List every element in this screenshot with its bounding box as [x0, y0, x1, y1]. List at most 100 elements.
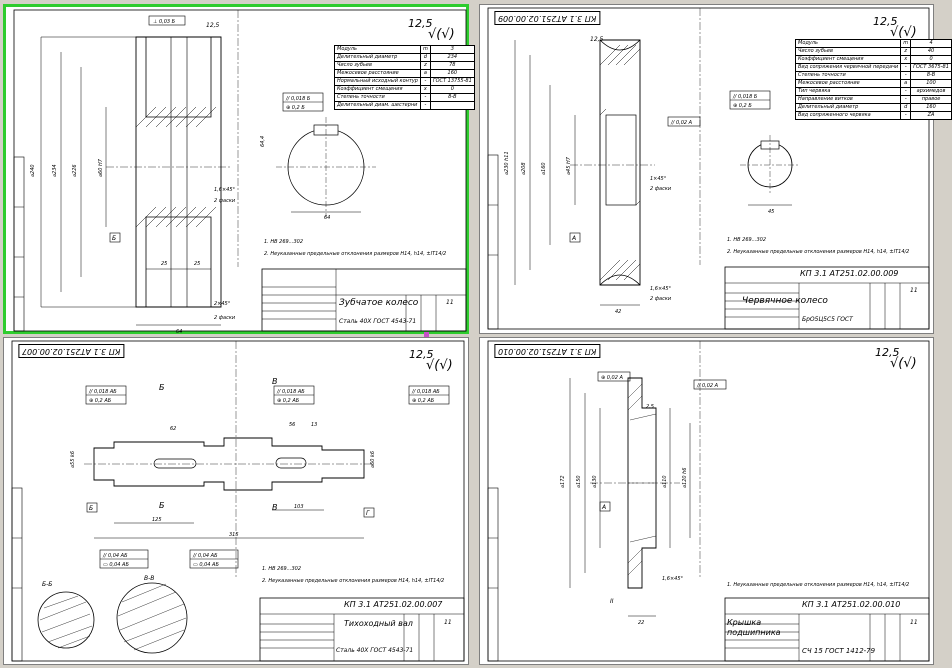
- param-symbol: x: [900, 55, 912, 64]
- selection-handle[interactable]: [424, 332, 429, 337]
- param-row: Делительный диам. шестерни-: [334, 101, 475, 110]
- svg-text:// 0,02 А: // 0,02 А: [696, 383, 719, 389]
- svg-text:⊥ 0,03 Б: ⊥ 0,03 Б: [153, 19, 176, 25]
- svg-text:⌀130: ⌀130: [592, 475, 598, 488]
- svg-text:// 0,04 АБ: // 0,04 АБ: [192, 553, 218, 559]
- sheet-number: 11: [910, 287, 918, 294]
- svg-text:II: II: [610, 598, 614, 605]
- roughness-mark: 12,5: [409, 348, 434, 361]
- param-value: 8-В: [910, 71, 952, 80]
- svg-text:▭ 0,04 АБ: ▭ 0,04 АБ: [103, 562, 129, 568]
- svg-text:⌀150: ⌀150: [576, 475, 582, 488]
- svg-text:25: 25: [194, 261, 200, 267]
- sheet-drive-shaft[interactable]: 125 103 315 62 56 13 ⌀55 k6 ⌀60 k6 Б Б В…: [3, 337, 469, 665]
- svg-text:В: В: [272, 377, 278, 386]
- param-name: Межосевое расстояние: [794, 79, 902, 88]
- svg-text:⌀120 h6: ⌀120 h6: [682, 468, 688, 489]
- sheet-gear-wheel[interactable]: ⌀240 ⌀234 ⌀226 ⌀60 H7 64 25 25 12,5 ⊥ 0,…: [3, 4, 475, 337]
- param-symbol: -: [900, 71, 912, 80]
- param-symbol: a: [419, 69, 431, 78]
- param-name: Степень точности: [794, 71, 902, 80]
- param-name: Вид сопряжения червячной передачи: [794, 63, 902, 72]
- param-value: 234: [429, 53, 475, 62]
- sheet-code-mirror: КП 3.1 АТ251.02.00.009: [494, 11, 601, 25]
- svg-text:⌀234: ⌀234: [52, 164, 58, 177]
- sheet-bearing-cover[interactable]: ⌀172 ⌀150 ⌀130 ⌀110 ⌀120 h6 22 2,5 ⊕ 0,0…: [479, 337, 934, 665]
- svg-text:// 0,018 Б: // 0,018 Б: [285, 96, 311, 102]
- param-name: Направление витков: [794, 95, 902, 104]
- param-symbol: z: [900, 47, 912, 56]
- svg-text:// 0,018 Б: // 0,018 Б: [732, 94, 758, 100]
- svg-text:64: 64: [324, 215, 330, 221]
- bearing-cover-drawing: ⌀172 ⌀150 ⌀130 ⌀110 ⌀120 h6 22 2,5 ⊕ 0,0…: [487, 340, 930, 662]
- sheet-material: Сталь 40Х ГОСТ 4543-71: [339, 318, 417, 325]
- svg-text:// 0,04 АБ: // 0,04 АБ: [102, 553, 128, 559]
- svg-text:⌀172: ⌀172: [560, 475, 566, 488]
- param-symbol: m: [419, 45, 431, 54]
- roughness-check-icon: √(√): [890, 356, 917, 371]
- svg-text:Г: Г: [366, 510, 370, 517]
- param-name: Межосевое расстояние: [334, 69, 421, 78]
- note-1: 1. НВ 269...302: [262, 566, 301, 572]
- svg-text:А: А: [571, 235, 576, 242]
- svg-text:2,5: 2,5: [646, 404, 654, 410]
- svg-text:45: 45: [768, 209, 774, 215]
- param-name: Модуль: [334, 45, 421, 54]
- svg-text:315: 315: [229, 532, 239, 538]
- param-name: Тип червяка: [794, 87, 902, 96]
- svg-text:⊕ 0,2 АБ: ⊕ 0,2 АБ: [412, 398, 435, 404]
- svg-text:Б: Б: [159, 501, 165, 510]
- svg-text:// 0,02 А: // 0,02 А: [670, 120, 693, 126]
- svg-text:⌀60 H7: ⌀60 H7: [98, 158, 104, 177]
- param-value: 4: [910, 39, 952, 48]
- sheet-number: 11: [446, 299, 454, 306]
- sheet-code: КП 3.1 АТ251.02.00.009: [800, 269, 899, 278]
- param-value: ГОСТ 3675-81: [910, 63, 952, 72]
- svg-text:12,5: 12,5: [590, 36, 604, 43]
- param-name: Модуль: [794, 39, 902, 48]
- param-row: Тип червяка-архимедов: [794, 87, 952, 96]
- sheet-title: Крышка подшипника: [727, 618, 781, 637]
- svg-text:13: 13: [311, 422, 317, 428]
- svg-text:103: 103: [294, 504, 304, 510]
- sheet-number: 11: [910, 619, 918, 626]
- svg-text:Б: Б: [112, 235, 116, 242]
- sheet-code: КП 3.1 АТ251.02.00.010: [802, 600, 901, 609]
- sheet-title: Зубчатое колесо: [339, 298, 419, 308]
- sheet-material: СЧ 15 ГОСТ 1412-79: [802, 647, 876, 655]
- param-row: Нормальный исходный контур-ГОСТ 13755-81: [334, 77, 475, 86]
- roughness-mark: 12,5: [408, 17, 433, 30]
- sheet-number: 11: [444, 619, 452, 626]
- param-name: Нормальный исходный контур: [334, 77, 421, 86]
- param-symbol: d: [900, 103, 912, 112]
- svg-text:12,5: 12,5: [206, 22, 220, 29]
- sheet-code: КП 3.1 АТ251.02.00.007: [344, 600, 443, 609]
- svg-text:⊕ 0,2 Б: ⊕ 0,2 Б: [286, 105, 305, 111]
- param-name: Степень точности: [334, 93, 421, 102]
- svg-text:56: 56: [289, 422, 295, 428]
- param-row: Степень точности-8-В: [334, 93, 475, 102]
- param-row: Вид сопряжения червячной передачи-ГОСТ 3…: [794, 63, 952, 72]
- param-symbol: -: [419, 93, 431, 102]
- param-symbol: m: [900, 39, 912, 48]
- param-symbol: -: [419, 77, 431, 86]
- sheet-worm-wheel[interactable]: ⌀230 h11 ⌀208 ⌀160 ⌀45 H7 42 12,5 // 0,0…: [479, 4, 952, 334]
- param-symbol: -: [900, 63, 912, 72]
- svg-text:⊕ 0,2 АБ: ⊕ 0,2 АБ: [277, 398, 300, 404]
- svg-text:⊕ 0,2 АБ: ⊕ 0,2 АБ: [89, 398, 112, 404]
- svg-text:⌀230 h11: ⌀230 h11: [504, 151, 510, 175]
- roughness-check-icon: √(√): [426, 358, 453, 373]
- sheet-title: Червячное колесо: [742, 296, 828, 306]
- param-name: Вид сопряженного червяка: [794, 111, 902, 120]
- param-name: Делительный диаметр: [794, 103, 902, 112]
- sheet-title: Тихоходный вал: [344, 619, 413, 628]
- param-symbol: -: [900, 95, 912, 104]
